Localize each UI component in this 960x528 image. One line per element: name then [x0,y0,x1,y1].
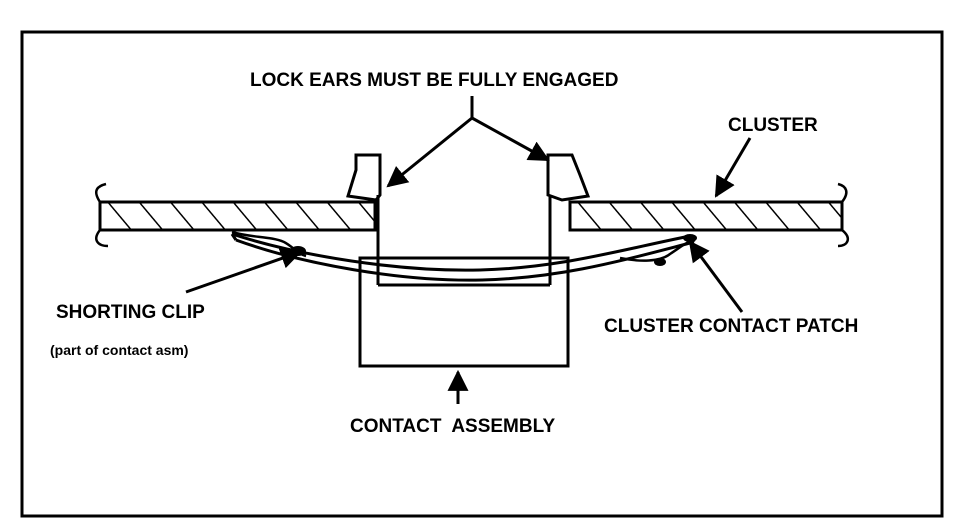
contact-assembly-body [346,153,591,368]
cluster-plate-right [568,182,850,248]
label-shorting-clip-note: (part of contact asm) [50,342,188,358]
diagram-frame [20,30,944,518]
arrow-contact-patch [688,240,744,313]
arrow-cluster [714,137,752,198]
cluster-plate-left [95,182,377,248]
label-cluster: CLUSTER [728,115,818,136]
label-shorting-clip: SHORTING CLIP [56,302,205,323]
label-cluster-contact-patch: CLUSTER CONTACT PATCH [604,316,858,337]
arrow-lock-ear-right [471,116,550,162]
leader-arrows [185,96,752,404]
label-contact-assembly: CONTACT ASSEMBLY [350,416,555,437]
arrow-lock-ear-left [386,116,473,188]
arrow-shorting-clip [185,248,302,294]
label-lock-ears: LOCK EARS MUST BE FULLY ENGAGED [250,70,618,91]
